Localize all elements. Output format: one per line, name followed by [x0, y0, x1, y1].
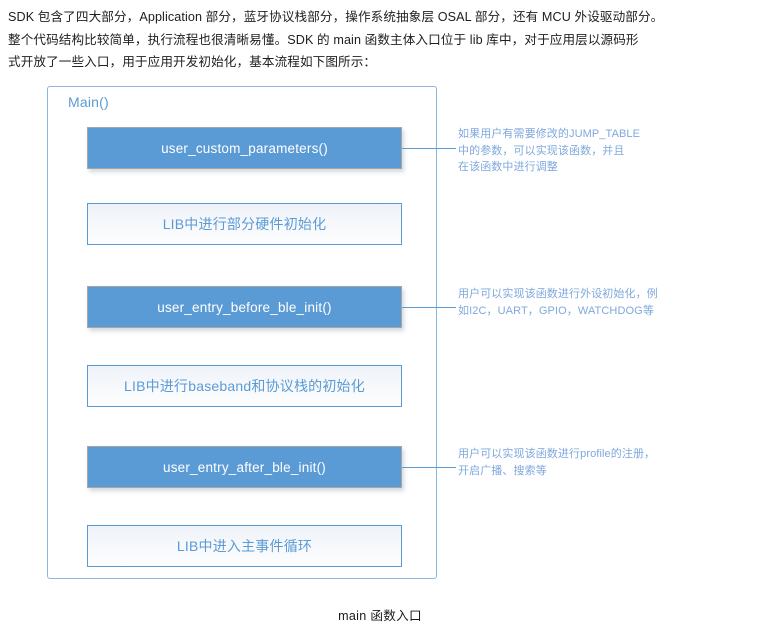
annotation-line: 用户可以实现该函数进行profile的注册，: [458, 448, 656, 460]
step-label: user_entry_after_ble_init(): [163, 459, 326, 475]
diagram-caption: main 函数入口: [338, 609, 422, 623]
step-box-lib-hardware-init[interactable]: LIB中进行部分硬件初始化: [87, 203, 402, 245]
annotation-line: 开启广播、搜索等: [458, 464, 547, 477]
step-label: LIB中进行部分硬件初始化: [162, 216, 327, 232]
step-box-lib-main-event-loop[interactable]: LIB中进入主事件循环: [87, 525, 402, 567]
annotation-line: 如I2C，UART，GPIO，WATCHDOG等: [458, 304, 654, 317]
annotation-line: 中的参数，可以实现该函数，并且: [458, 144, 625, 157]
main-container-label: Main(): [68, 94, 109, 110]
intro-line-1: SDK 包含了四大部分，Application 部分，蓝牙协议栈部分，操作系统抽…: [8, 10, 664, 24]
annotation-line: 在该函数中进行调整: [458, 161, 558, 173]
step-box-user-custom-parameters[interactable]: user_custom_parameters(): [87, 127, 402, 169]
intro-line-2: 整个代码结构比较简单，执行流程也很清晰易懂。SDK 的 main 函数主体入口位…: [8, 32, 639, 47]
intro-paragraph: SDK 包含了四大部分，Application 部分，蓝牙协议栈部分，操作系统抽…: [8, 6, 752, 74]
intro-line-3: 式开放了一些入口，用于应用开发初始化，基本流程如下图所示：: [8, 55, 377, 69]
step-box-lib-baseband-stack-init[interactable]: LIB中进行baseband和协议栈的初始化: [87, 365, 402, 407]
step-label: user_custom_parameters(): [161, 140, 328, 156]
step-label: user_entry_before_ble_init(): [157, 299, 332, 315]
step-box-user-entry-before-ble-init[interactable]: user_entry_before_ble_init(): [87, 286, 402, 328]
step-label: LIB中进行baseband和协议栈的初始化: [124, 378, 365, 394]
step-label: LIB中进入主事件循环: [176, 538, 313, 554]
connector-line-2: [402, 307, 456, 308]
connector-line-1: [402, 148, 456, 149]
annotation-profile-register: 用户可以实现该函数进行profile的注册， 开启广播、搜索等: [458, 446, 756, 479]
step-box-user-entry-after-ble-init[interactable]: user_entry_after_ble_init(): [87, 446, 402, 488]
main-flow-diagram: Main() user_custom_parameters() LIB中进行部分…: [0, 84, 760, 624]
connector-line-3: [402, 467, 456, 468]
annotation-line: 如果用户有需要修改的JUMP_TABLE: [458, 128, 641, 140]
annotation-line: 用户可以实现该函数进行外设初始化，例: [458, 288, 658, 300]
annotation-peripheral-init: 用户可以实现该函数进行外设初始化，例 如I2C，UART，GPIO，WATCHD…: [458, 286, 756, 319]
annotation-jump-table: 如果用户有需要修改的JUMP_TABLE 中的参数，可以实现该函数，并且 在该函…: [458, 126, 756, 176]
